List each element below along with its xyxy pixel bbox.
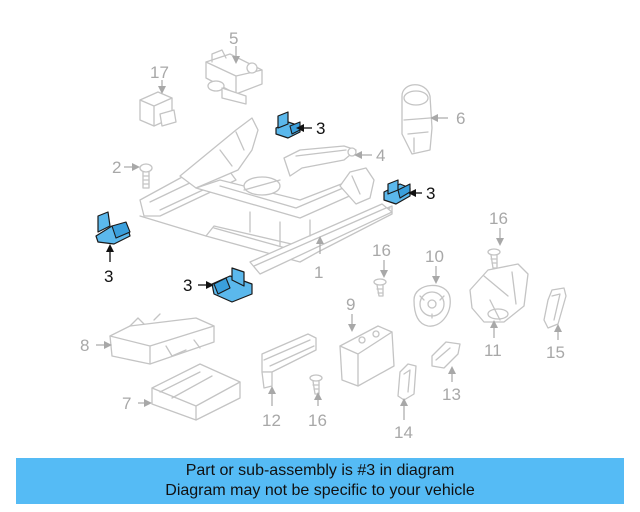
part-2-bolt [139,163,153,189]
part-3-bracket-lower [211,267,253,303]
callout-14: 14 [394,423,413,442]
part-4-rod [283,145,357,177]
part-15-cover [543,287,567,329]
info-banner: Part or sub-assembly is #3 in diagram Di… [16,458,624,504]
part-13-switch [431,341,461,369]
callout-3-right: 3 [426,184,435,203]
callout-15: 15 [546,343,565,362]
part-3-bracket-left [95,211,131,245]
grey-leaders [96,46,562,420]
callout-16-b: 16 [372,241,391,260]
callout-9: 9 [346,295,355,314]
part-12-panel [261,333,317,389]
part-9-unit [339,325,395,387]
callout-13: 13 [442,385,461,404]
parts-diagram: 5 17 6 4 2 1 16 16 10 11 15 9 8 7 12 16 … [80,29,567,442]
part-5-actuator [205,49,263,105]
callout-1: 1 [314,263,323,282]
callout-2: 2 [112,158,121,177]
callout-3-left: 3 [104,267,113,286]
callout-11: 11 [484,341,502,360]
part-16-screw-b [373,278,387,297]
callout-12: 12 [262,411,281,430]
part-16-screw-a [487,248,501,269]
part-14-knob [397,363,417,401]
callout-6: 6 [456,109,465,128]
part-11-housing [469,263,529,323]
part-3-bracket-upper [275,111,301,139]
part-16-screw-c [309,374,323,395]
callout-17: 17 [150,63,169,82]
callout-16-c: 16 [308,411,327,430]
banner-line-1: Part or sub-assembly is #3 in diagram [185,462,455,479]
callout-3-lower: 3 [183,276,192,295]
part-6-adjuster [401,84,433,155]
callout-4: 4 [376,146,385,165]
callout-3-upper: 3 [316,119,325,138]
callout-7: 7 [122,394,131,413]
part-3-leaders [106,124,422,289]
part-7-ecu [151,363,241,421]
callout-5: 5 [229,29,238,48]
callout-10: 10 [425,247,444,266]
part-3-bracket-right [383,179,411,205]
part-17-sensor [139,91,177,127]
part-8-module [109,313,215,365]
banner-line-2: Diagram may not be specific to your vehi… [165,482,475,499]
callout-16-a: 16 [489,209,508,228]
part-1-seat-frame [139,117,393,275]
part-10-motor [413,284,451,327]
callout-8: 8 [80,336,89,355]
